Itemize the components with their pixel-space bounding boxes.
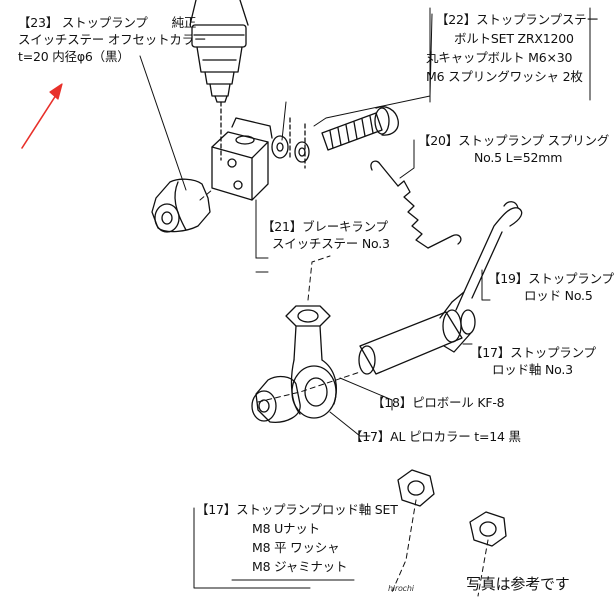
rod-axle — [358, 309, 476, 375]
label-17c-line3: M8 平 ワッシャ — [252, 540, 340, 555]
shaft-part — [189, 0, 249, 161]
label-19-line2: ロッド No.5 — [524, 288, 593, 303]
label-19-rod: 【19】ストップランプ ロッド No.5 — [488, 270, 614, 304]
label-19-line1: 【19】ストップランプ — [488, 271, 614, 286]
label-21-switch-stay: 【21】ブレーキランプ スイッチステー No.3 — [262, 218, 390, 252]
assembly-center-lines — [199, 189, 489, 597]
label-17a-line2: ロッド軸 No.3 — [492, 362, 573, 377]
switch-stay-bracket — [211, 117, 273, 201]
nut-set — [397, 469, 507, 547]
leader-lines — [139, 7, 591, 589]
label-23-offset-collar: 【23】 ストップランプ 純正 スイッチステー オフセットカラー t=20 内径φ… — [18, 14, 206, 65]
label-17-axle-set: 【17】ストップランプロッド軸 SET M8 Uナット M8 平 ワッシャ M8… — [196, 500, 398, 576]
label-17c-line2: M8 Uナット — [252, 521, 320, 536]
label-21-line2: スイッチステー No.3 — [272, 236, 390, 251]
label-18-pillow-ball: 【18】ピロボール KF-8 — [372, 394, 505, 411]
label-23-line2: スイッチステー オフセットカラー — [18, 32, 207, 47]
label-20-spring: 【20】ストップランプ スプリング No.5 L=52mm — [418, 132, 609, 166]
label-23-line1: 【23】 ストップランプ — [18, 15, 148, 30]
label-23-line3: t=20 内径φ6（黒） — [18, 49, 130, 64]
parts-diagram: 【23】 ストップランプ 純正 スイッチステー オフセットカラー t=20 内径φ… — [18, 0, 614, 597]
label-20-line1: 【20】ストップランプ スプリング — [418, 133, 610, 148]
pillow-ball-rod-end — [285, 305, 337, 419]
al-pillow-collar — [251, 375, 301, 423]
label-22-line1: 【22】ストップランプステー — [436, 12, 599, 27]
watermark-text: hirochi — [388, 584, 414, 593]
label-17b-line1: 【17】AL ピロカラー t=14 黒 — [350, 429, 521, 444]
exploded-parts-drawing — [21, 0, 591, 597]
label-17-rod-axle: 【17】ストップランプ ロッド軸 No.3 — [470, 344, 596, 378]
label-17c-line1: 【17】ストップランプロッド軸 SET — [196, 502, 398, 517]
label-18-line1: 【18】ピロボール KF-8 — [372, 395, 505, 410]
spring-part — [370, 160, 462, 249]
reference-photo-note: 写真は参考です — [466, 575, 570, 593]
bolt-and-washers — [271, 106, 399, 169]
label-23-genuine-tag: 純正 — [171, 15, 197, 30]
label-22-line3: 丸キャップボルト M6×30 — [426, 50, 573, 65]
label-17c-line4: M8 ジャミナット — [252, 559, 348, 574]
label-17a-line1: 【17】ストップランプ — [470, 345, 596, 360]
label-22-line4: M6 スプリングワッシャ 2枚 — [426, 69, 583, 84]
label-20-line2: No.5 L=52mm — [474, 150, 563, 165]
label-21-line1: 【21】ブレーキランプ — [262, 219, 388, 234]
red-pointer-arrow-icon — [21, 83, 63, 149]
label-17-al-collar: 【17】AL ピロカラー t=14 黒 — [350, 428, 521, 445]
offset-collar — [151, 178, 211, 233]
stop-lamp-rod — [439, 201, 523, 353]
label-22-bolt-set: 【22】ストップランプステー ボルトSET ZRX1200 丸キャップボルト M… — [426, 10, 599, 86]
label-22-line2: ボルトSET ZRX1200 — [454, 31, 574, 46]
